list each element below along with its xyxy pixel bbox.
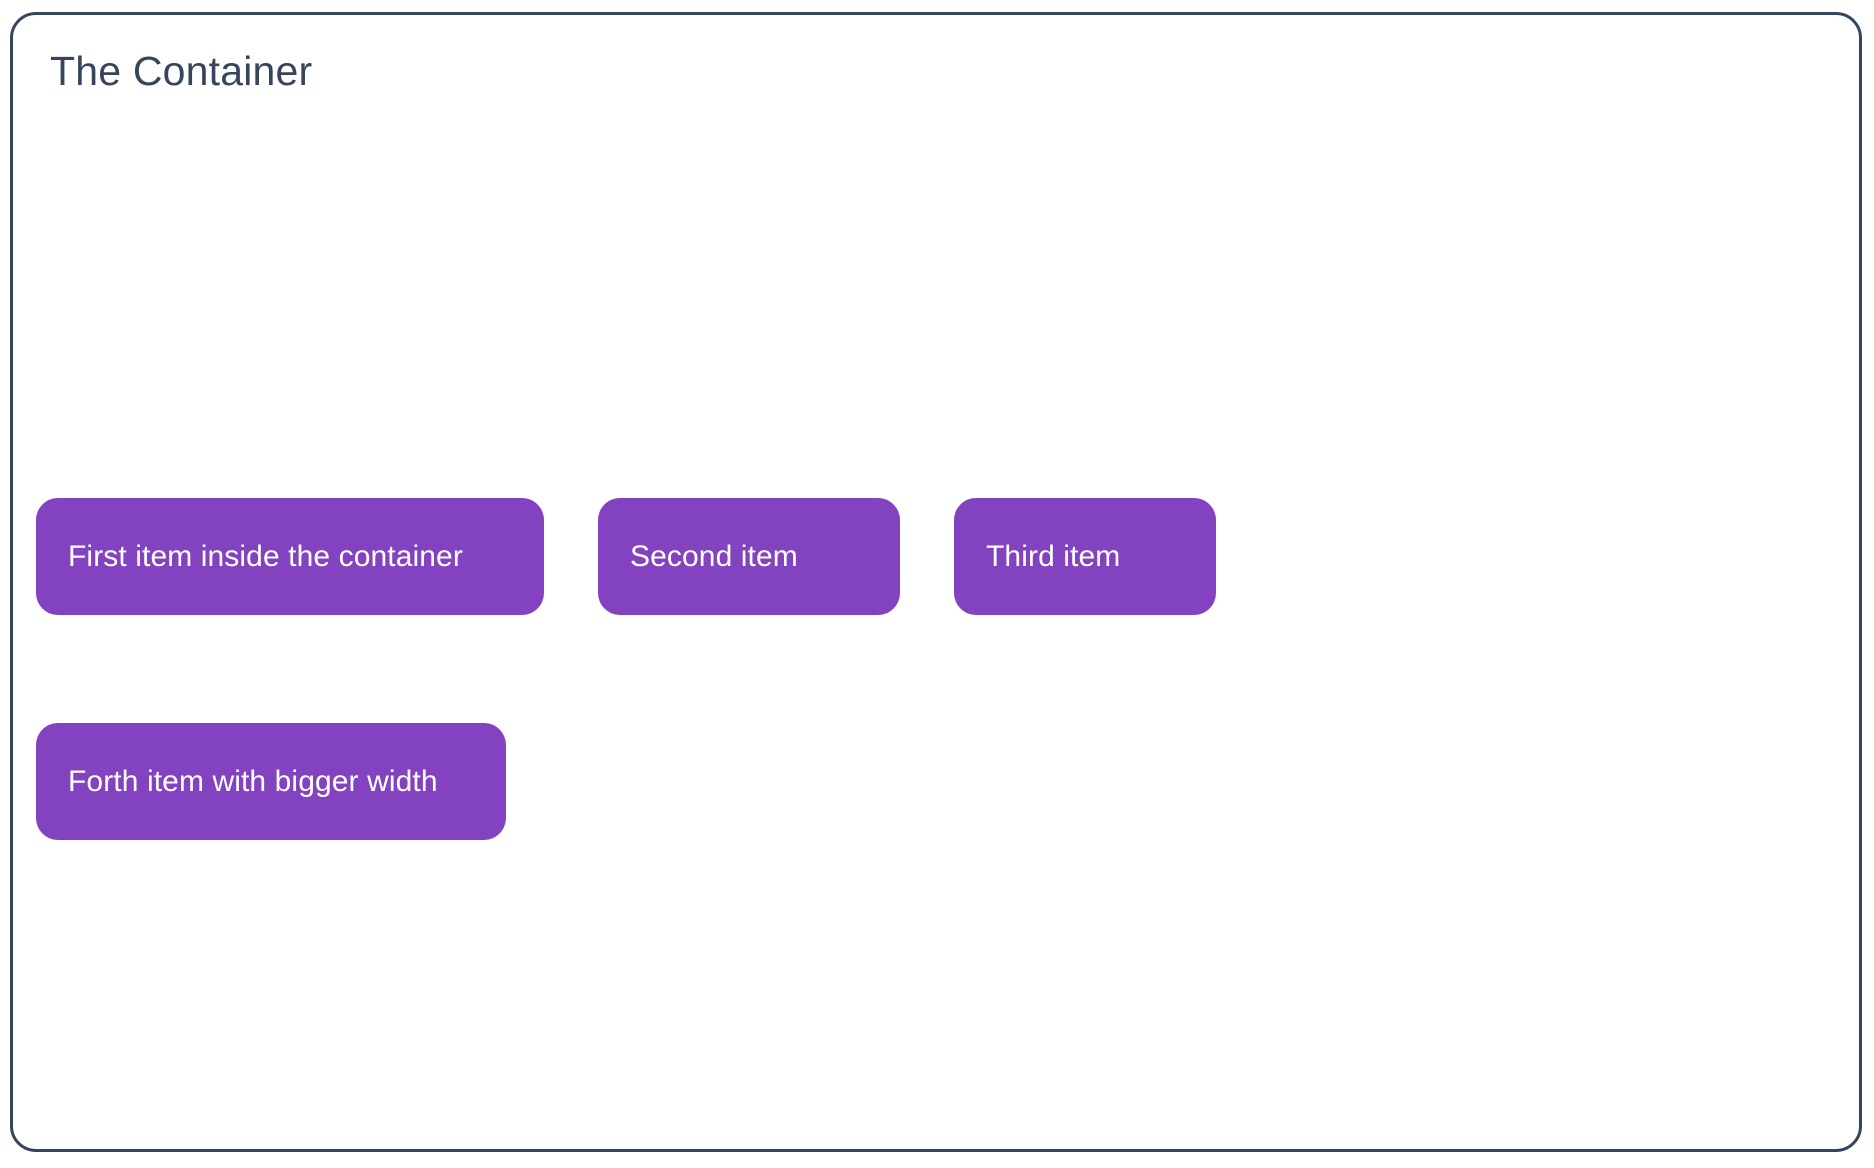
item-third[interactable]: Third item bbox=[954, 498, 1216, 615]
item-label: Forth item with bigger width bbox=[68, 764, 438, 798]
container-box: The Container First item inside the cont… bbox=[10, 12, 1862, 1152]
item-first[interactable]: First item inside the container bbox=[36, 498, 544, 615]
item-label: Second item bbox=[630, 539, 798, 573]
item-forth[interactable]: Forth item with bigger width bbox=[36, 723, 506, 840]
item-label: First item inside the container bbox=[68, 539, 463, 573]
container-title: The Container bbox=[50, 48, 313, 94]
item-label: Third item bbox=[986, 539, 1121, 573]
items-area: First item inside the container Second i… bbox=[36, 498, 1836, 840]
item-second[interactable]: Second item bbox=[598, 498, 900, 615]
